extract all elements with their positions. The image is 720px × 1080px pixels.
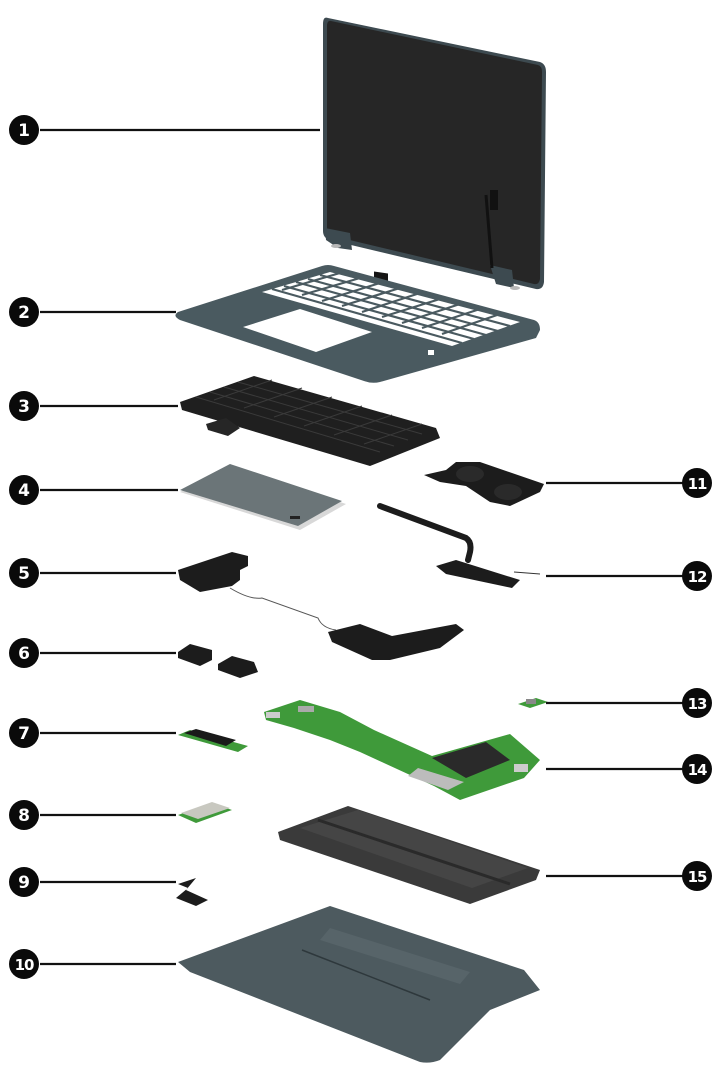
callout-3: 3 bbox=[9, 391, 39, 421]
callout-7: 7 bbox=[9, 718, 39, 748]
callout-number: 10 bbox=[15, 956, 34, 974]
callout-number: 6 bbox=[18, 644, 30, 664]
part-small-board bbox=[518, 698, 548, 708]
callout-number: 8 bbox=[18, 806, 30, 826]
part-fan bbox=[424, 462, 544, 506]
callout-number: 1 bbox=[18, 121, 30, 141]
part-bottom-cover bbox=[178, 906, 540, 1063]
callout-4: 4 bbox=[9, 475, 39, 505]
callouts: 1 2 3 4 5 6 7 8 bbox=[9, 115, 712, 979]
part-ssd bbox=[178, 729, 248, 752]
part-heat-sink bbox=[377, 503, 541, 588]
callout-6: 6 bbox=[9, 638, 39, 668]
callout-11: 11 bbox=[682, 468, 712, 498]
callout-1: 1 bbox=[9, 115, 39, 145]
part-display-assembly bbox=[323, 17, 546, 290]
callout-number: 12 bbox=[688, 568, 707, 586]
callout-14: 14 bbox=[682, 754, 712, 784]
callout-number: 13 bbox=[688, 695, 707, 713]
callout-13: 13 bbox=[682, 688, 712, 718]
callout-number: 5 bbox=[18, 564, 30, 584]
callout-number: 14 bbox=[688, 761, 707, 779]
callout-number: 4 bbox=[18, 481, 30, 501]
leader-lines bbox=[40, 128, 685, 966]
callout-number: 2 bbox=[18, 303, 30, 323]
callout-number: 3 bbox=[18, 397, 30, 417]
part-wlan-module bbox=[178, 802, 232, 823]
callout-5: 5 bbox=[9, 558, 39, 588]
callout-10: 10 bbox=[9, 949, 39, 979]
part-touchpad bbox=[180, 464, 346, 530]
callout-number: 7 bbox=[18, 724, 30, 744]
callout-number: 9 bbox=[18, 873, 30, 893]
callout-2: 2 bbox=[9, 297, 39, 327]
part-top-cover bbox=[175, 265, 540, 383]
callout-8: 8 bbox=[9, 800, 39, 830]
callout-number: 15 bbox=[688, 868, 707, 886]
callout-15: 15 bbox=[682, 861, 712, 891]
part-system-board bbox=[264, 700, 540, 800]
callout-9: 9 bbox=[9, 867, 39, 897]
callout-12: 12 bbox=[682, 561, 712, 591]
callout-number: 11 bbox=[688, 475, 707, 493]
part-antenna-modules bbox=[178, 644, 258, 678]
part-keyboard bbox=[180, 376, 440, 466]
part-battery bbox=[278, 806, 540, 904]
part-cable bbox=[176, 878, 208, 906]
part-speakers bbox=[178, 552, 464, 660]
